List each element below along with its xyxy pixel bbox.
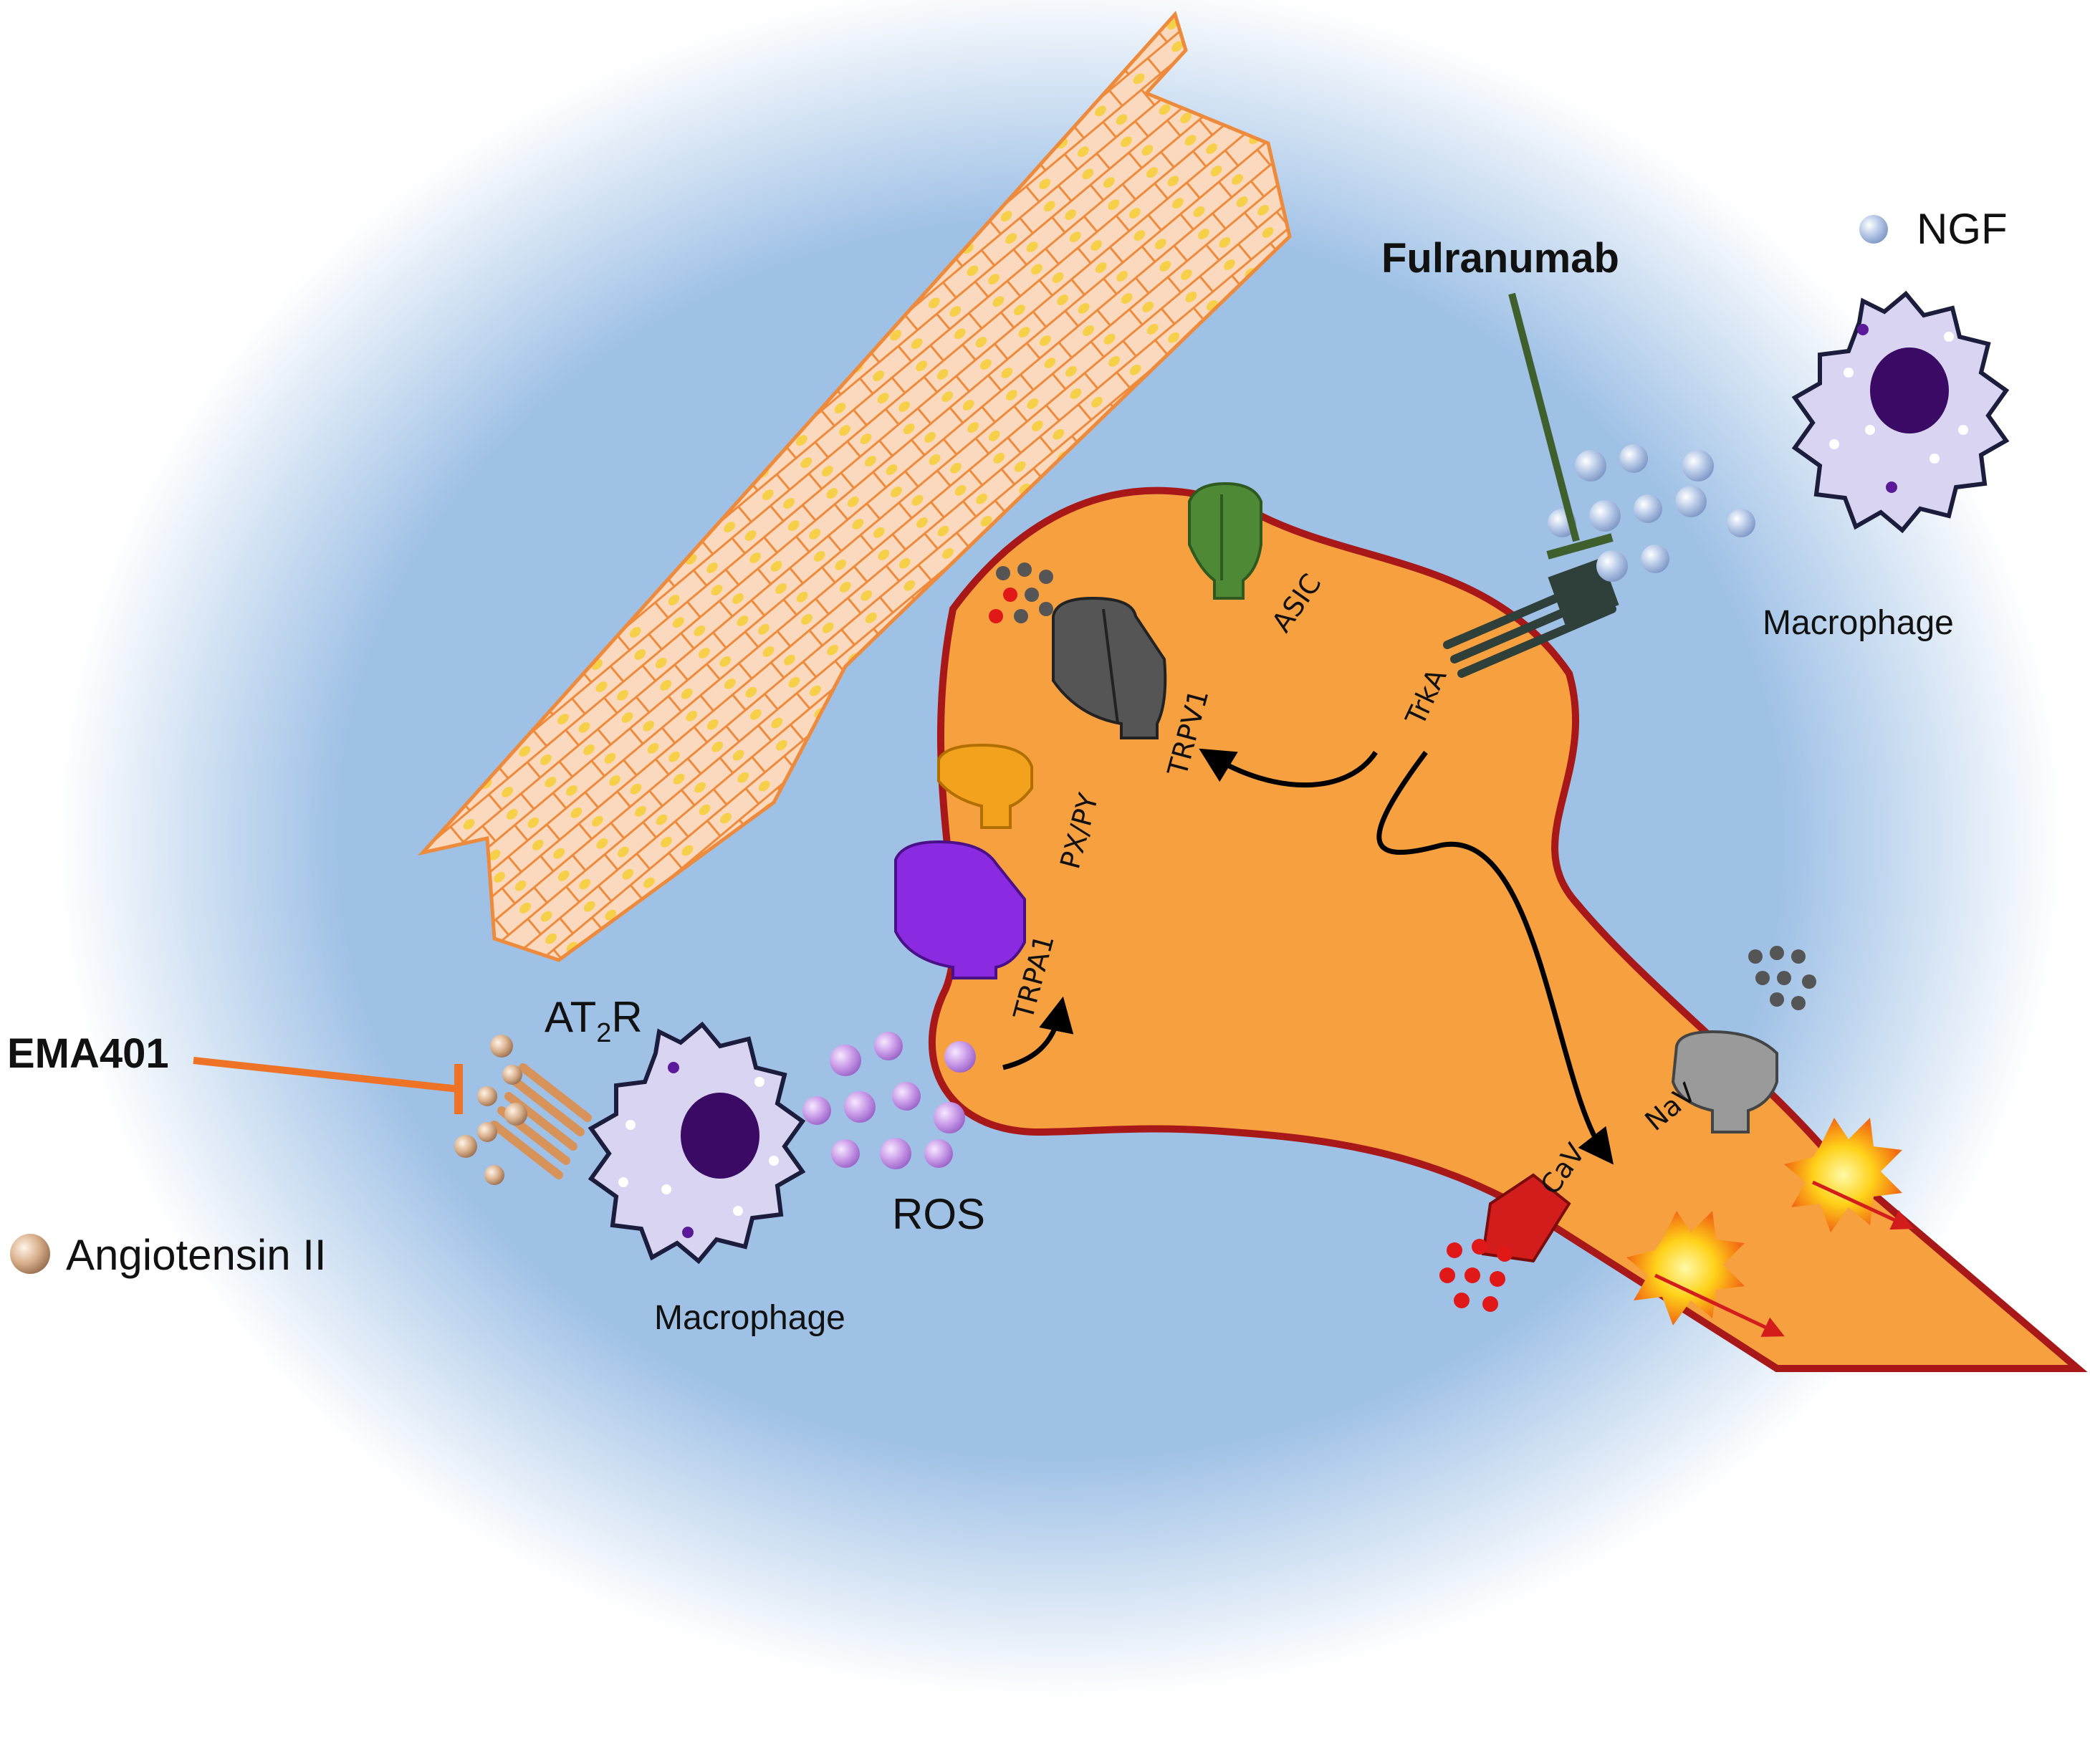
nav-ligand-cluster	[1748, 946, 1816, 1010]
nav-channel	[1671, 1030, 1778, 1133]
ros-to-trpa1-arrow	[1002, 996, 1074, 1070]
at2r-label-end: R	[611, 993, 642, 1041]
trpv1-channel	[1052, 596, 1167, 739]
macrophage-right-label: Macrophage	[1763, 604, 1954, 642]
at2r-label: AT2R	[545, 993, 643, 1048]
ros-particles	[802, 1032, 976, 1169]
at2r-receptor	[490, 1063, 592, 1179]
trpv1-ligand-cluster	[989, 562, 1053, 623]
at2r-label-main: AT	[545, 993, 596, 1041]
macrophage-left	[588, 1021, 806, 1265]
angiotensin-particles	[454, 1035, 527, 1185]
asic-channel	[1188, 481, 1262, 600]
neuron-cell-body	[928, 486, 2088, 1372]
macrophage-right	[1791, 290, 2010, 534]
ros-label: ROS	[892, 1190, 985, 1238]
cav-calcium-cluster	[1439, 1239, 1513, 1312]
ngf-label: NGF	[1917, 205, 2008, 253]
macrophage-left-label: Macrophage	[654, 1299, 845, 1337]
ngf-particles	[1548, 444, 1755, 582]
trka-to-cav-arrow	[1376, 750, 1614, 1165]
angiotensin-label: Angiotensin II	[66, 1231, 327, 1279]
at2r-label-subscript: 2	[596, 1018, 611, 1048]
fulranumab-inhibitor	[1508, 292, 1614, 560]
angiotensin-legend-icon	[10, 1234, 50, 1274]
trpa1-channel	[894, 840, 1026, 979]
action-potential-burst-1	[1784, 1118, 1914, 1232]
fulranumab-label: Fulranumab	[1381, 235, 1619, 282]
trka-to-trpv1-arrow	[1199, 748, 1378, 788]
action-potential-burst-2	[1626, 1211, 1785, 1337]
ngf-legend-icon	[1859, 215, 1888, 244]
ema401-label: EMA401	[7, 1030, 169, 1077]
ema401-inhibitor	[193, 1057, 463, 1114]
epithelial-layer	[417, 11, 1292, 962]
pxpy-channel	[937, 743, 1033, 829]
